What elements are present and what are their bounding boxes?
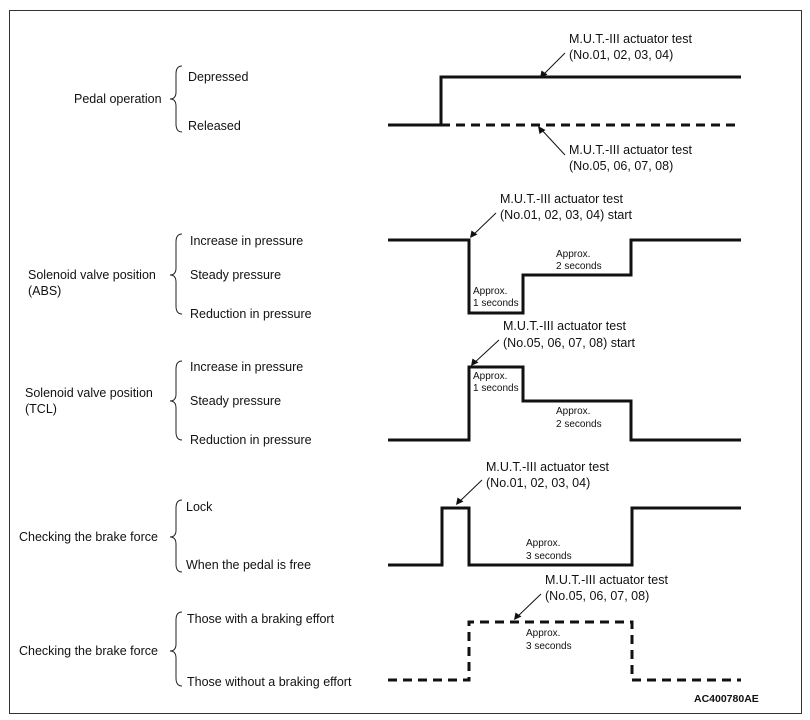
brake1-state-lock: Lock [186,500,213,514]
tcl-duration1-line2: 1 seconds [473,383,519,394]
abs-signal [388,238,741,315]
diagram-frame [9,10,802,714]
pedal-note-bottom-line2: (No.05, 06, 07, 08) [569,159,673,173]
tcl-state-steady: Steady pressure [190,394,281,408]
abs-state-increase: Increase in pressure [190,234,303,248]
tcl-state-increase: Increase in pressure [190,360,303,374]
tcl-brace [169,360,183,441]
brake1-note-arrow [456,479,483,505]
brake1-title: Checking the brake force [19,530,158,544]
abs-state-steady: Steady pressure [190,268,281,282]
brake1-signal [388,506,741,567]
pedal-operation-brace [169,65,183,133]
brake2-note-arrow [514,593,542,620]
abs-note-arrow [470,212,497,238]
figure-code: AC400780AE [694,693,759,705]
pedal-state-released: Released [188,119,241,133]
brake-force-section-2: Checking the brake force Those with a br… [19,573,741,689]
tcl-signal [388,365,741,442]
abs-note-line2: (No.01, 02, 03, 04) start [500,208,633,222]
brake2-duration-line2: 3 seconds [526,641,572,652]
tcl-note-arrow [471,339,500,366]
abs-note-line1: M.U.T.-III actuator test [500,192,623,206]
abs-brace [169,233,183,315]
brake2-note-line1: M.U.T.-III actuator test [545,573,668,587]
brake1-note-line1: M.U.T.-III actuator test [486,460,609,474]
tcl-duration2-line1: Approx. [556,406,590,417]
abs-state-reduction: Reduction in pressure [190,307,312,321]
tcl-note-line1: M.U.T.-III actuator test [503,319,626,333]
pedal-note-bottom-arrow [538,126,566,156]
tcl-title-line2: (TCL) [25,402,57,416]
pedal-note-top-arrow [540,52,566,78]
pedal-note-top-line1: M.U.T.-III actuator test [569,32,692,46]
tcl-note-line2: (No.05, 06, 07, 08) start [503,336,636,350]
tcl-section: Solenoid valve position (TCL) Increase i… [25,319,741,447]
abs-duration1-line2: 1 seconds [473,298,519,309]
brake2-brace [169,611,183,687]
abs-title-line1: Solenoid valve position [28,268,156,282]
brake1-state-free: When the pedal is free [186,558,311,572]
abs-duration2-line1: Approx. [556,249,590,260]
pedal-note-top-line2: (No.01, 02, 03, 04) [569,48,673,62]
abs-title-line2: (ABS) [28,284,61,298]
brake-force-section-1: Checking the brake force Lock When the p… [19,460,741,573]
brake2-duration-line1: Approx. [526,628,560,639]
tcl-state-reduction: Reduction in pressure [190,433,312,447]
brake1-brace [169,499,183,573]
pedal-state-depressed: Depressed [188,70,248,84]
abs-duration2-line2: 2 seconds [556,261,602,272]
brake2-state-with-effort: Those with a braking effort [187,612,335,626]
tcl-title-line1: Solenoid valve position [25,386,153,400]
tcl-duration2-line2: 2 seconds [556,419,602,430]
pedal-signal-solid [388,75,741,127]
tcl-duration1-line1: Approx. [473,371,507,382]
brake1-note-line2: (No.01, 02, 03, 04) [486,476,590,490]
pedal-operation-title: Pedal operation [74,92,162,106]
brake2-title: Checking the brake force [19,644,158,658]
pedal-operation-section: Pedal operation Depressed Released M.U.T… [74,32,741,173]
brake2-state-without-effort: Those without a braking effort [187,675,352,689]
brake1-duration-line1: Approx. [526,538,560,549]
brake2-note-line2: (No.05, 06, 07, 08) [545,589,649,603]
brake1-duration-line2: 3 seconds [526,551,572,562]
pedal-note-bottom-line1: M.U.T.-III actuator test [569,143,692,157]
abs-duration1-line1: Approx. [473,286,507,297]
brake2-signal-dashed [388,620,741,682]
abs-section: Solenoid valve position (ABS) Increase i… [28,192,741,321]
